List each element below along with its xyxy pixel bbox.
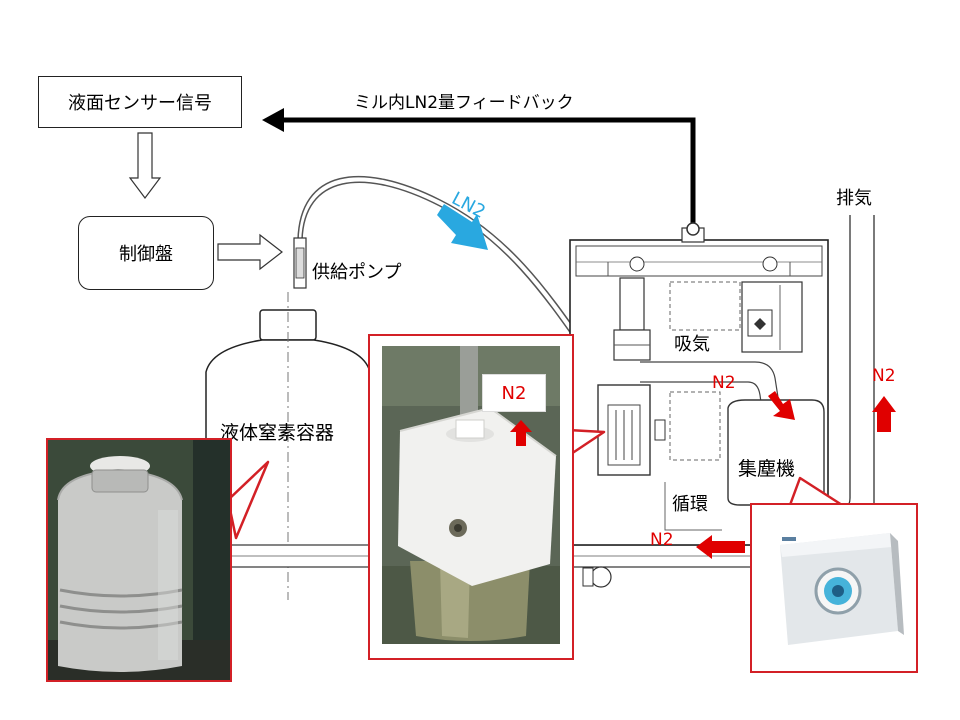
collector-photo-callout (750, 503, 918, 673)
intake-label: 吸気 (674, 334, 710, 355)
exhaust-duct (826, 215, 875, 533)
control-panel-label: 制御盤 (119, 244, 173, 265)
ln2-flow-arrow (437, 204, 488, 250)
container-photo (48, 440, 230, 680)
control-right-arrow (217, 233, 283, 271)
n2-intake-label: N2 (712, 373, 736, 393)
signal-down-arrow (128, 132, 162, 199)
supply-pump (293, 237, 307, 289)
n2-exhaust-arrow (872, 396, 896, 432)
container-photo-callout (46, 438, 232, 682)
sensor-signal-box: 液面センサー信号 (38, 76, 242, 128)
n2-photo-tag: N2 (482, 374, 546, 412)
grinder-photo (370, 336, 572, 658)
container-callout-pointer (226, 460, 270, 540)
exhaust-label: 排気 (836, 188, 872, 209)
dust-collector-label: 集塵機 (738, 458, 796, 480)
n2-bottom-label: N2 (650, 530, 674, 550)
n2-photo-arrow (510, 420, 532, 446)
supply-pump-label: 供給ポンプ (312, 262, 402, 283)
sensor-signal-label: 液面センサー信号 (68, 93, 212, 114)
ln2-supply-tube (297, 175, 606, 377)
n2-bottom-arrow (696, 535, 745, 559)
grinder-photo-callout: N2 (368, 334, 574, 660)
container-label: 液体窒素容器 (220, 422, 335, 444)
n2-intake-arrow (768, 391, 795, 420)
n2-photo-label: N2 (501, 382, 527, 404)
n2-exhaust-label: N2 (872, 366, 896, 386)
feedback-arrow (262, 108, 696, 232)
collector-photo (752, 505, 916, 671)
control-panel-box: 制御盤 (78, 216, 214, 290)
feedback-label: ミル内LN2量フィードバック (354, 93, 574, 113)
circulation-label: 循環 (672, 494, 708, 515)
